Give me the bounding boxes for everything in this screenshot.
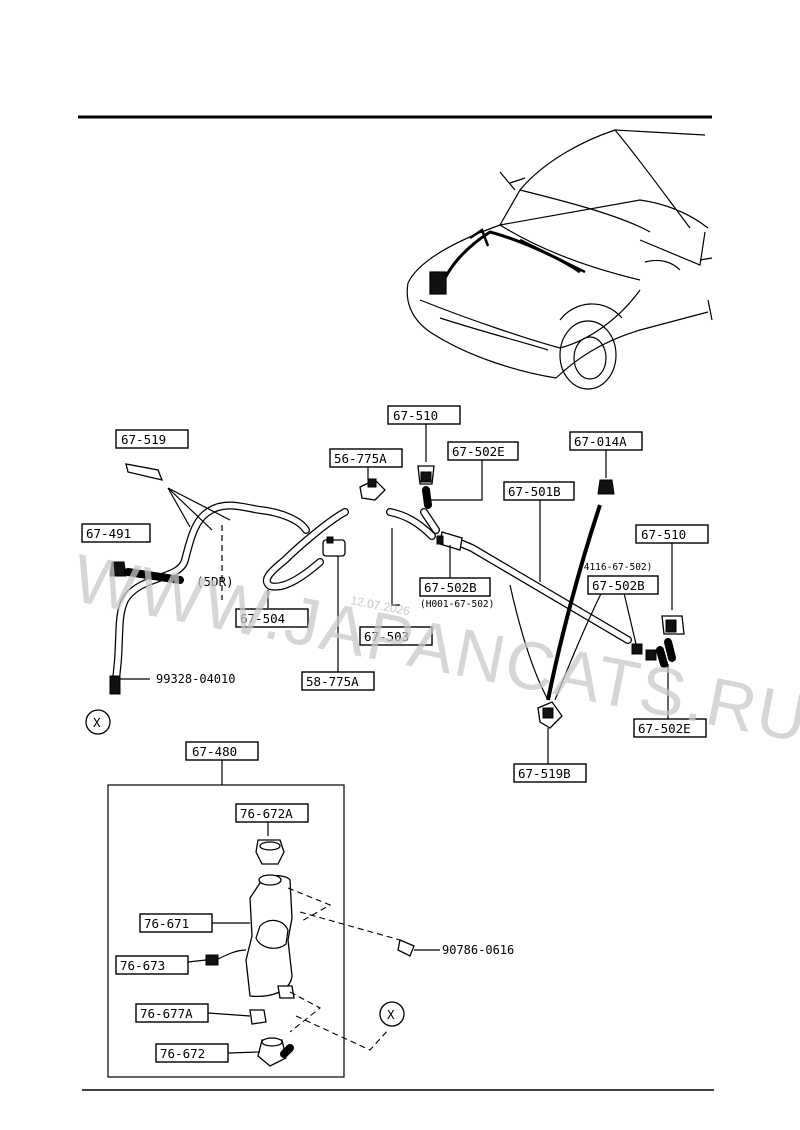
- nozzle-67-510-top: [417, 424, 483, 534]
- connection-marker-left: X: [85, 709, 111, 735]
- svg-text:X: X: [93, 715, 101, 730]
- label-67-501b: 67-501B: [508, 484, 561, 499]
- label-76-673: 76-673: [120, 958, 165, 973]
- reservoir-kit-frame: [107, 784, 345, 1078]
- label-67-014a: 67-014A: [574, 434, 627, 449]
- label-67-519b: 67-519B: [518, 766, 571, 781]
- svg-text:WWW.JAPANCATS.RU: WWW.JAPANCATS.RU: [67, 540, 800, 757]
- clip-67-519: [125, 463, 164, 481]
- label-67-510-top: 67-510: [393, 408, 438, 423]
- label-67-502b-left: 67-502B: [424, 580, 477, 595]
- grommet-67-491: [109, 561, 127, 577]
- hose-67-501b: [436, 500, 632, 644]
- label-67-491: 67-491: [86, 526, 131, 541]
- label-67-480: 67-480: [192, 744, 237, 759]
- label-76-672a: 76-672A: [240, 806, 293, 821]
- label-67-502e-right: 67-502E: [638, 721, 691, 736]
- clip-67-014a: [597, 450, 615, 495]
- part-labels: 67-519 67-491 (5DR) 99328-04010 67-504 5…: [81, 405, 709, 1063]
- label-67-503: 67-503: [364, 629, 409, 644]
- label-58-775a: 58-775A: [306, 674, 359, 689]
- car-illustration: [406, 129, 713, 390]
- nozzle-67-510-right: [623, 543, 685, 720]
- washer-reservoir: [205, 822, 440, 1067]
- clip-67-519b: [509, 504, 609, 765]
- label-76-671: 76-671: [144, 916, 189, 931]
- label-56-775a: 56-775A: [334, 451, 387, 466]
- label-5dr: (5DR): [196, 574, 234, 589]
- joint-56-775a: [359, 467, 436, 606]
- connection-marker-right: X: [379, 1001, 405, 1027]
- label-67-504: 67-504: [240, 611, 285, 626]
- label-76-672: 76-672: [160, 1046, 205, 1061]
- label-99328-04010: 99328-04010: [156, 672, 235, 686]
- label-h001-67-502: (H001-67-502): [420, 599, 494, 610]
- label-67-510-right: 67-510: [641, 527, 686, 542]
- label-90786-0616: 90786-0616: [442, 943, 514, 957]
- front-wheel: [559, 320, 617, 390]
- watermark: WWW.JAPANCATS.RU 12.07.2026: [67, 540, 800, 757]
- svg-text:X: X: [387, 1007, 395, 1022]
- joint-58-775a: [322, 536, 346, 672]
- left-hose-assembly: [109, 501, 349, 695]
- label-67-502e-top: 67-502E: [452, 444, 505, 459]
- label-4116-67-502: (4116-67-502): [578, 562, 652, 573]
- label-67-519: 67-519: [121, 432, 166, 447]
- label-76-677a: 76-677A: [140, 1006, 193, 1021]
- label-67-502b-right: 67-502B: [592, 578, 645, 593]
